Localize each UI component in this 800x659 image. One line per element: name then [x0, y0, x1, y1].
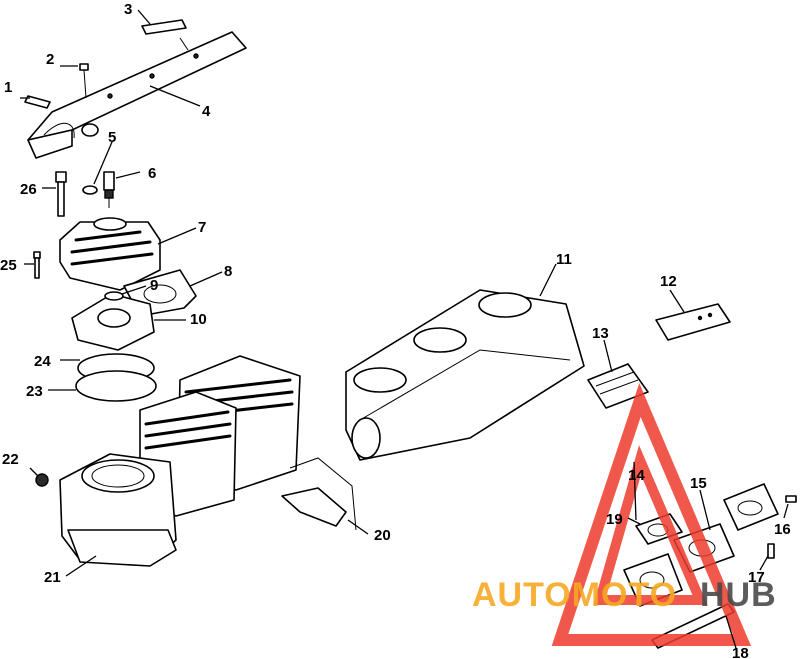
gasket-strip — [24, 95, 51, 109]
crankcase-11 — [345, 289, 585, 461]
callout-24: 24 — [34, 353, 51, 370]
callout-20: 20 — [374, 527, 391, 544]
screw-2 — [79, 63, 89, 99]
bracket-20 — [281, 457, 357, 531]
callout-15: 15 — [690, 475, 707, 492]
watermark-inner — [593, 445, 708, 605]
leader-lines — [20, 9, 789, 649]
callout-16: 16 — [774, 521, 791, 538]
plate-12 — [655, 303, 731, 341]
spark-plug — [103, 171, 115, 208]
callout-19: 19 — [606, 511, 623, 528]
watermark-logo — [551, 383, 752, 646]
callout-8: 8 — [224, 263, 232, 280]
callout-11: 11 — [556, 251, 572, 268]
callout-10: 10 — [190, 311, 207, 328]
callout-5: 5 — [108, 129, 116, 146]
bolt-16-screw — [785, 495, 797, 503]
callout-2: 2 — [46, 51, 54, 68]
callout-12: 12 — [660, 273, 677, 290]
reed-valve-13 — [587, 363, 649, 409]
watermark-text-a: AUTOMOTO — [472, 576, 677, 614]
callout-26: 26 — [20, 181, 37, 198]
bolt-25 — [33, 251, 41, 279]
callout-14: 14 — [628, 467, 645, 484]
callout-23: 23 — [26, 383, 43, 400]
callout-6: 6 — [148, 165, 156, 182]
head-cover — [59, 217, 161, 291]
callout-3: 3 — [124, 1, 132, 18]
cylinder-head-10 — [71, 291, 155, 351]
bolt-17 — [767, 543, 775, 559]
callout-13: 13 — [592, 325, 609, 342]
callout-25: 25 — [0, 257, 17, 274]
callout-21: 21 — [44, 569, 61, 586]
watermark-text-b: HUB — [700, 576, 777, 614]
gasket-3 — [141, 19, 189, 51]
manifold-cover — [27, 31, 247, 159]
o-ring-23 — [75, 370, 157, 402]
callout-9: 9 — [150, 277, 158, 294]
intake-flange-16 — [723, 483, 779, 531]
callout-1: 1 — [4, 79, 12, 96]
callout-17: 17 — [748, 569, 765, 586]
intake-flange-lower — [623, 553, 683, 607]
callout-4: 4 — [202, 103, 211, 120]
watermark-triangle — [551, 383, 752, 646]
washer-5 — [82, 185, 98, 195]
callout-22: 22 — [2, 451, 19, 468]
callout-7: 7 — [198, 219, 206, 236]
callout-18: 18 — [732, 645, 749, 659]
bolt-26 — [55, 171, 67, 217]
nut-22 — [35, 473, 49, 487]
